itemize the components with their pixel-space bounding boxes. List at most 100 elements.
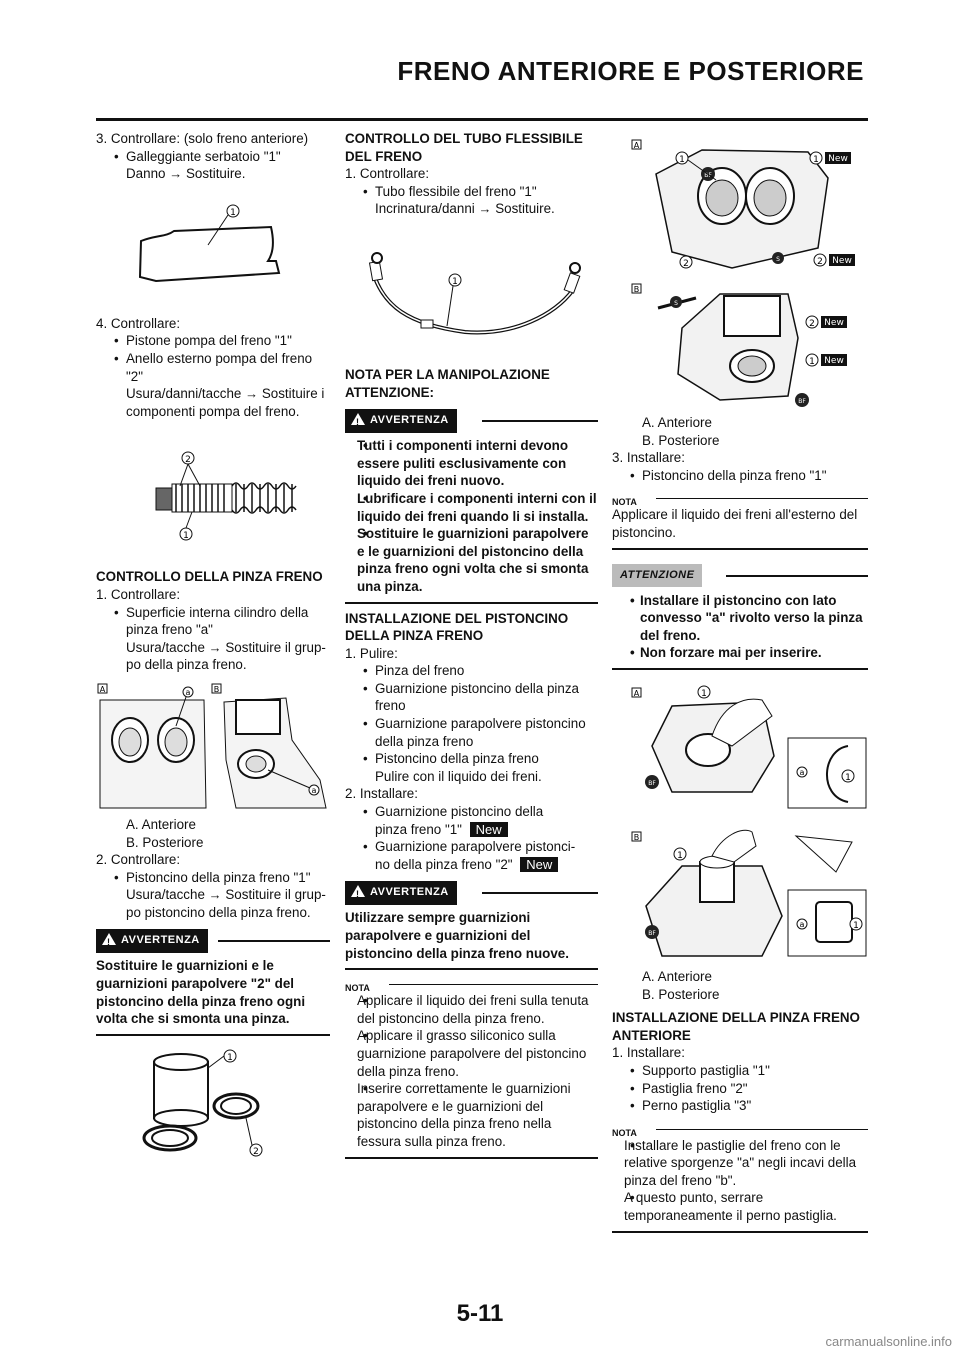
- text-line: componenti pompa del freno.: [126, 403, 300, 419]
- note-label: NOTA: [345, 983, 374, 994]
- check-line: Incrinatura/danni → Sostituire.: [375, 201, 555, 217]
- note-rule: [656, 1128, 868, 1130]
- page-number: 5-11: [456, 1300, 504, 1327]
- warning-rule: [482, 420, 598, 423]
- label-anteriore: A. Anteriore: [126, 816, 196, 832]
- svg-text:2: 2: [809, 319, 815, 329]
- bullet: Perno pastiglia "3": [612, 1097, 868, 1115]
- check-line: Usura/tacche → Sostituire il grup-: [126, 887, 326, 903]
- svg-text:2: 2: [185, 455, 191, 465]
- note-box: NOTA Applicare il liquido dei freni all'…: [612, 492, 868, 550]
- svg-text:1: 1: [183, 531, 189, 541]
- bullet: Guarnizione parapolvere pistonci-: [345, 838, 598, 856]
- step-1: 1. Pulire:: [345, 645, 398, 661]
- note-rule: [656, 498, 868, 500]
- svg-text:1: 1: [809, 357, 815, 367]
- svg-text:1: 1: [227, 1053, 233, 1063]
- svg-text:1: 1: [230, 208, 236, 218]
- label-anteriore: A. Anteriore: [642, 415, 712, 430]
- warning-badge: AVVERTENZA: [96, 929, 208, 954]
- caution-box: ATTENZIONE Installare il pistoncino con …: [612, 563, 868, 670]
- column-3: A BF S 1 1 New 2 2 New B: [612, 130, 868, 1237]
- svg-text:1: 1: [679, 155, 685, 165]
- warning-icon: [351, 885, 365, 904]
- svg-text:A: A: [634, 141, 640, 150]
- warning-item: Sostituire le guarnizioni parapolvere e …: [345, 525, 598, 595]
- figure-brake-hose: 1: [345, 224, 598, 360]
- section-heading: INSTALLAZIONE DELLA PINZA FRENO ANTERIOR…: [612, 1010, 860, 1043]
- check-line: Danno → Sostituire.: [126, 166, 246, 182]
- warning-item: Tutti i componenti interni devono essere…: [345, 437, 598, 490]
- note-item: A questo punto, serrare temporaneamente …: [612, 1189, 868, 1224]
- svg-text:a: a: [186, 688, 191, 697]
- text-line: "2": [126, 368, 143, 384]
- bullet: Pastiglia freno "2": [612, 1080, 868, 1098]
- svg-text:A: A: [100, 685, 106, 694]
- caution-rule: [726, 574, 868, 577]
- section-heading: CONTROLLO DEL TUBO FLESSIBILE DEL FRENO: [345, 131, 583, 164]
- text-line: po della pinza freno.: [126, 657, 247, 673]
- step-3: 3. Controllare: (solo freno anteriore): [96, 131, 309, 146]
- bullet: Supporto pastiglia "1": [612, 1062, 868, 1080]
- svg-text:New: New: [832, 256, 852, 266]
- svg-text:1: 1: [677, 851, 683, 861]
- warning-icon: [351, 413, 365, 432]
- svg-text:New: New: [824, 318, 844, 328]
- svg-text:New: New: [828, 154, 848, 164]
- svg-text:a: a: [312, 786, 317, 795]
- new-badge: New: [520, 856, 559, 872]
- svg-text:1: 1: [845, 773, 851, 783]
- warning-icon: [102, 933, 116, 952]
- note-label: NOTA: [612, 1127, 641, 1138]
- bullet: Pistoncino della pinza freno "1": [612, 467, 868, 485]
- warning-badge: AVVERTENZA: [345, 881, 457, 905]
- bullet: Pinza del freno: [345, 662, 598, 680]
- svg-text:1: 1: [853, 921, 859, 931]
- text-line: pinza freno "1" New: [345, 821, 598, 839]
- warning-rule: [482, 892, 598, 895]
- svg-text:BF: BF: [798, 398, 806, 405]
- figure-piston-seals: 1 2: [96, 1042, 330, 1162]
- bullet: Pistoncino della pinza freno "1": [96, 869, 330, 887]
- warning-box: AVVERTENZA Utilizzare sempre guarnizioni…: [345, 881, 598, 971]
- step-2: 2. Controllare:: [96, 852, 181, 868]
- bullet: Pistone pompa del freno "1": [96, 332, 330, 350]
- note-item: Inserire correttamente le guarnizioni pa…: [345, 1080, 598, 1150]
- svg-text:B: B: [634, 285, 640, 294]
- svg-text:a: a: [800, 920, 805, 929]
- section-heading: NOTA PER LA MANIPOLAZIONE ATTENZIONE:: [345, 366, 550, 400]
- note-box: NOTA Applicare il liquido dei freni sull…: [345, 978, 598, 1159]
- warning-box: AVVERTENZA Sostituire le guarnizioni e l…: [96, 929, 330, 1036]
- note-item: Installare le pastiglie del freno con le…: [612, 1137, 868, 1190]
- column-1: 3. Controllare: (solo freno anteriore) G…: [96, 130, 330, 1168]
- svg-text:B: B: [214, 685, 220, 694]
- note-box: NOTA Installare le pastiglie del freno c…: [612, 1123, 868, 1233]
- svg-text:New: New: [824, 356, 844, 366]
- warning-box: AVVERTENZA Tutti i componenti interni de…: [345, 409, 598, 604]
- label-anteriore: A. Anteriore: [642, 968, 712, 984]
- bullet: Guarnizione parapolvere pistoncino della…: [345, 715, 598, 750]
- svg-text:S: S: [674, 300, 678, 307]
- figure-caliper-cylinders: A B a a: [96, 680, 330, 810]
- label-posteriore: B. Posteriore: [642, 986, 720, 1002]
- column-2: CONTROLLO DEL TUBO FLESSIBILE DEL FRENO …: [345, 130, 598, 1163]
- figure-piston-install: A BF 1 a 1 B BF 1: [612, 676, 868, 962]
- svg-text:BF: BF: [648, 930, 656, 937]
- step-1: 1. Installare:: [612, 1045, 685, 1061]
- warning-text: Sostituire le guarnizioni e le guarnizio…: [96, 958, 306, 1027]
- footer-watermark[interactable]: carmanualsonline.info: [825, 1334, 952, 1349]
- figure-master-piston: 2 1: [96, 426, 330, 562]
- note-text: Applicare il liquido dei freni all'ester…: [612, 507, 858, 540]
- note-item: Applicare il grasso siliconico sulla gua…: [345, 1027, 598, 1080]
- caution-badge: ATTENZIONE: [612, 563, 703, 588]
- page-title: FRENO ANTERIORE E POSTERIORE: [397, 56, 864, 86]
- svg-text:1: 1: [813, 155, 819, 165]
- header-rule: [96, 118, 868, 121]
- warning-text: Utilizzare sempre guarnizioni parapolver…: [345, 910, 569, 961]
- note-item: Applicare il liquido dei freni sulla ten…: [345, 992, 598, 1027]
- step-3: 3. Installare:: [612, 450, 685, 466]
- new-badge: New: [469, 821, 508, 837]
- step-1: 1. Controllare:: [96, 586, 181, 602]
- svg-text:2: 2: [683, 259, 689, 269]
- caution-item: Installare il pistoncino con lato conves…: [612, 592, 868, 645]
